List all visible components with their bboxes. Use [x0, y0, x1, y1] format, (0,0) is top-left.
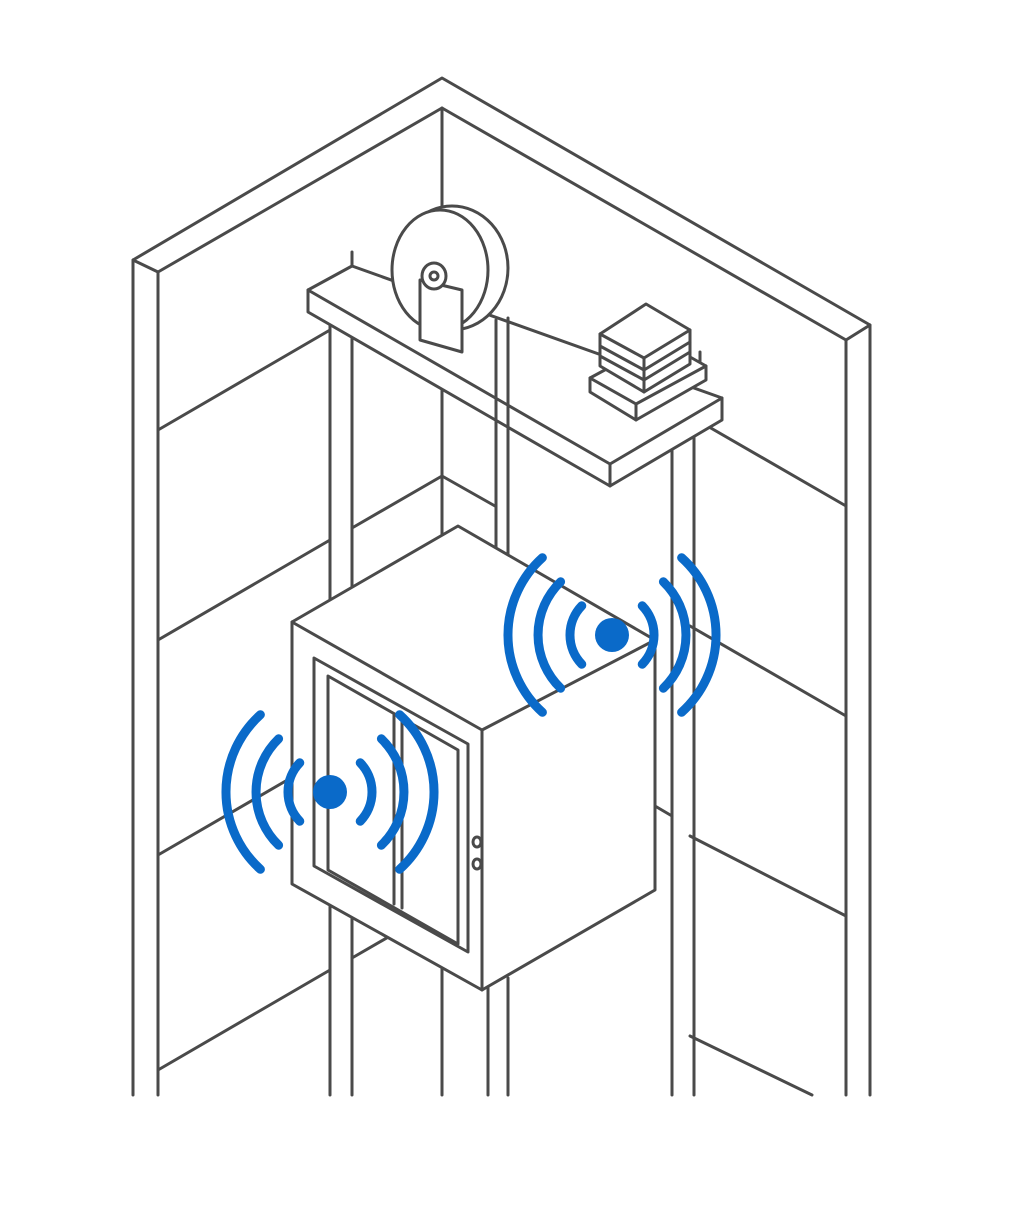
signal-wave-arc — [533, 577, 566, 693]
signal-wave-arc — [251, 734, 284, 850]
signal-wave-arc — [221, 710, 265, 874]
signal-wave-arc — [658, 577, 691, 693]
hoist-cable — [494, 316, 510, 568]
call-button-up — [471, 835, 483, 849]
signal-wave-arc — [677, 553, 721, 717]
signal-wave-arc — [376, 734, 409, 850]
counterweight-stack — [588, 302, 708, 422]
signal-wave-arc — [565, 601, 587, 669]
elevator-car — [290, 524, 657, 992]
wireless-signal-icon — [503, 553, 721, 717]
signal-dot — [313, 775, 347, 809]
signal-wave-arc — [395, 710, 439, 874]
signal-wave-arc — [503, 553, 547, 717]
signal-wave-arc — [355, 758, 377, 826]
call-button-down — [471, 857, 483, 871]
signal-dot — [595, 618, 629, 652]
signal-wave-arc — [283, 758, 305, 826]
pulley — [390, 204, 510, 354]
wireless-signal-icon — [221, 710, 439, 874]
signal-wave-arc — [637, 601, 659, 669]
